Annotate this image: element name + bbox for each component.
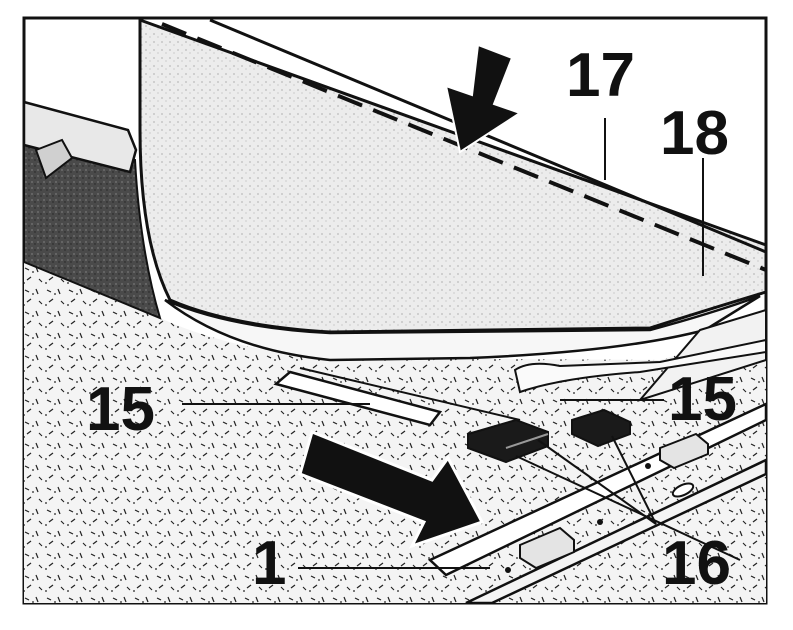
sill-rail: [465, 458, 768, 605]
rail-hole: [597, 519, 603, 525]
floor-carpet: [24, 260, 766, 603]
rail-clip: [659, 432, 709, 470]
trim-clip: [34, 138, 74, 180]
fastener-block-16b: [571, 408, 631, 448]
callout-18: 18: [660, 99, 729, 168]
push-down-arrow-icon: [444, 43, 523, 154]
callout-15-left: 15: [86, 375, 155, 444]
mat-corner: [513, 338, 767, 394]
slide-right-arrow-icon: [298, 429, 485, 549]
velcro-strip-left: [273, 370, 443, 427]
leader-16a: [537, 439, 657, 525]
mat-top-edge: [209, 18, 767, 254]
fastener-strap: [515, 455, 741, 561]
rail-slot: [671, 482, 695, 498]
fastener-highlight: [505, 433, 549, 449]
rail-clip: [519, 526, 575, 570]
rail-hole: [645, 463, 651, 469]
callout-1: 1: [252, 529, 286, 598]
callout-17: 17: [566, 41, 635, 110]
floor-mat-18: [138, 17, 768, 334]
rail-hole: [505, 567, 511, 573]
callout-15-right: 15: [668, 365, 737, 434]
callout-16: 16: [662, 529, 731, 598]
dark-carpet-left: [23, 138, 162, 320]
mat-edge: [164, 294, 761, 362]
strip-edge-line: [299, 367, 521, 421]
trim-strip: [22, 100, 138, 174]
leader-16b: [611, 435, 657, 525]
